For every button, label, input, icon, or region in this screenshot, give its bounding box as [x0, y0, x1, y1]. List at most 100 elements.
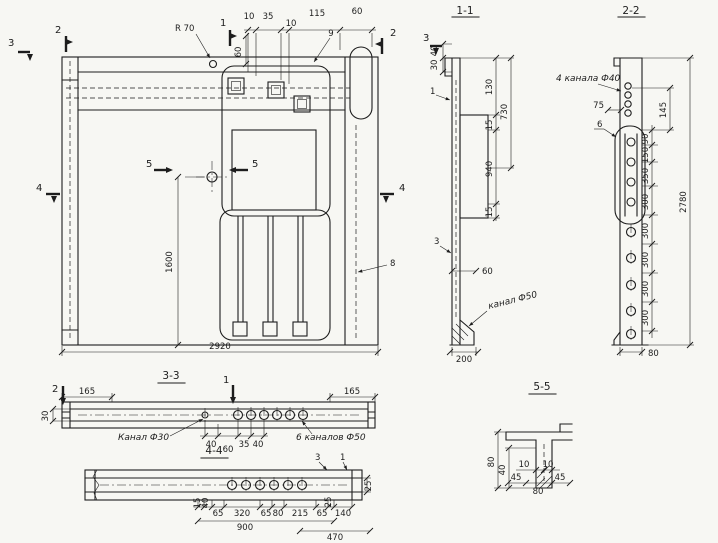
channel-f30-label: Канал Ф30: [118, 433, 169, 443]
dim-900: 900: [237, 523, 253, 533]
dim-80-bottom: 80: [533, 487, 544, 497]
dim-80: 80: [273, 509, 284, 519]
section-title-5-5: 5-5: [533, 381, 550, 393]
section-3-3: 3-3 2 1 165 165 30 Канал Ф30 40 60 35 40…: [41, 370, 379, 455]
main-view-dimensions: [18, 26, 394, 356]
dim-165-left: 165: [79, 387, 95, 397]
dim-25-right: 25: [364, 481, 374, 492]
dim-215: 215: [292, 509, 308, 519]
cut-mark-5-right: 5: [252, 159, 258, 170]
dim-300-5: 300: [641, 310, 651, 326]
channels-f40-leader: [597, 83, 622, 92]
dim-320: 320: [234, 509, 250, 519]
dim-35: 35: [263, 12, 274, 22]
dim-65-b: 65: [261, 509, 272, 519]
dim-60: 60: [223, 445, 234, 455]
callout-1: 1: [340, 453, 345, 463]
dim-15: 15: [193, 498, 203, 509]
cut-mark-5-left: 5: [146, 159, 152, 170]
dim-90: 90: [641, 134, 651, 145]
dim-80-left: 80: [487, 457, 497, 468]
dim-1600: 1600: [165, 251, 175, 273]
dim-40: 40: [430, 46, 440, 57]
cut-mark-4-right: 4: [399, 183, 405, 194]
section-1-1-dimensions: [430, 40, 515, 356]
channels-f50-leader: [301, 420, 313, 435]
dim-140: 140: [335, 509, 351, 519]
section-1-1: 1-1 3 40 30 1 130 730 15 940 15 3 60 кан…: [423, 5, 539, 365]
dim-25-chain: 25: [324, 497, 334, 508]
dim-10-a: 10: [244, 12, 255, 22]
cut-mark-3: 3: [423, 33, 429, 44]
dim-2920: 2920: [209, 342, 231, 352]
r70-leader: [195, 33, 211, 59]
dim-165-right: 165: [344, 387, 360, 397]
cut-mark-3-top: 3: [8, 38, 14, 49]
section-5-5-linework: [505, 393, 573, 489]
dim-300-4: 300: [641, 281, 651, 297]
dim-150: 150: [641, 147, 651, 163]
dim-60-top: 60: [352, 7, 363, 17]
dim-145: 145: [659, 102, 669, 118]
section-title-3-3: 3-3: [162, 370, 179, 382]
section-5-5-dimensions: [494, 428, 574, 492]
dim-60: 60: [482, 267, 493, 277]
callout-9-leader: [313, 37, 331, 63]
dim-10-a: 10: [519, 460, 530, 470]
dim-60-vertical: 60: [234, 47, 244, 58]
dim-15-bottom: 15: [485, 207, 495, 218]
dim-2780: 2780: [679, 191, 689, 213]
dim-75: 75: [593, 101, 604, 111]
callout-1: 1: [430, 87, 435, 97]
dim-30: 30: [430, 60, 440, 71]
cut-mark-1-top: 1: [220, 18, 226, 29]
dim-80-bottom: 80: [648, 349, 659, 359]
callout-8-leader: [357, 264, 388, 273]
dim-40-left: 40: [498, 465, 508, 476]
dim-10-b: 10: [543, 460, 554, 470]
cut-mark-2-right: 2: [390, 28, 396, 39]
dim-45-b: 45: [555, 473, 566, 483]
section-2-2-linework: [611, 16, 649, 346]
channels-f40-label: 4 канала Ф40: [556, 74, 621, 84]
dim-470: 470: [327, 533, 343, 543]
dim-30: 30: [41, 411, 51, 422]
dim-35: 35: [239, 440, 250, 450]
section-3-3-linework: [61, 382, 376, 429]
cut-mark-4-left: 4: [36, 183, 42, 194]
dim-65-a: 65: [213, 509, 224, 519]
callout-3: 3: [434, 237, 439, 247]
dim-15-top: 15: [485, 120, 495, 131]
dim-300-2: 300: [641, 223, 651, 239]
section-4-4-linework: [84, 457, 363, 501]
section-5-5: 5-5 80 40 10 10 45 45 80: [487, 381, 574, 497]
cut-mark-2: 2: [52, 384, 58, 395]
dim-350: 350: [641, 168, 651, 184]
keyway-slot: [614, 125, 646, 225]
callout-6: 6: [597, 120, 602, 130]
section-4-4: 4-4 3 1 25 15 40 65 320 65 80 215 65 25 …: [84, 445, 374, 543]
dim-130: 130: [485, 79, 495, 95]
section-title-1-1: 1-1: [456, 5, 473, 17]
lifting-slot: [349, 46, 373, 120]
dim-115: 115: [309, 9, 325, 19]
dim-200: 200: [456, 355, 472, 365]
dim-40-b: 40: [253, 440, 264, 450]
dim-300-1: 300: [641, 194, 651, 210]
cut-mark-2-top: 2: [55, 25, 61, 36]
callout-3-leader: [318, 461, 328, 471]
r70-hole: [208, 59, 218, 69]
section-4-4-dimensions: [194, 461, 374, 535]
callout-9: 9: [328, 29, 333, 39]
callout-6-leader: [603, 128, 617, 138]
callout-3: 3: [315, 453, 320, 463]
dim-300-3: 300: [641, 252, 651, 268]
dim-65-c: 65: [317, 509, 328, 519]
channels-f50-label: 6 каналов Ф50: [296, 433, 366, 443]
main-view-linework: [61, 46, 379, 346]
dim-45-a: 45: [511, 473, 522, 483]
section-3-3-dimensions: [49, 385, 379, 440]
dim-730: 730: [500, 104, 510, 120]
